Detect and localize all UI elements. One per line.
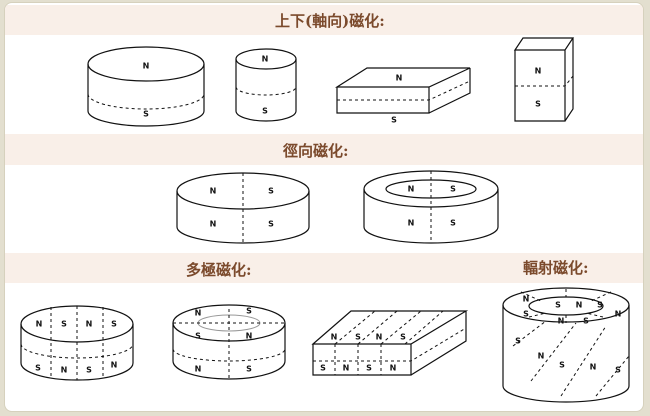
title-radial: 輻射磁化: bbox=[523, 259, 589, 277]
pole-label: N bbox=[535, 67, 542, 76]
pole-label: S bbox=[195, 332, 201, 341]
pole-label: S bbox=[597, 301, 603, 310]
pole-label: S bbox=[559, 361, 565, 370]
pole-label: S bbox=[450, 185, 456, 194]
pole-label: S bbox=[143, 110, 149, 119]
diametral-ring-magnet: N S N S bbox=[363, 170, 499, 244]
pole-label: S bbox=[320, 364, 326, 373]
pole-label: S bbox=[246, 307, 252, 316]
pole-label: S bbox=[355, 333, 361, 342]
pole-label: S bbox=[366, 364, 372, 373]
pole-label: S bbox=[583, 317, 589, 326]
pole-label: N bbox=[111, 361, 118, 370]
pole-label: S bbox=[111, 320, 117, 329]
pole-label: N bbox=[408, 219, 415, 228]
pole-label: N bbox=[210, 187, 217, 196]
pole-label: S bbox=[61, 320, 67, 329]
pole-label: N bbox=[246, 332, 253, 341]
pole-label: N bbox=[615, 310, 622, 319]
pole-label: S bbox=[246, 365, 252, 374]
pole-label: N bbox=[408, 185, 415, 194]
pole-label: N bbox=[143, 62, 150, 71]
pole-label: S bbox=[515, 337, 521, 346]
pole-label: N bbox=[343, 364, 350, 373]
pole-label: N bbox=[590, 363, 597, 372]
title-diametral: 徑向磁化: bbox=[283, 142, 349, 160]
pole-label: N bbox=[376, 333, 383, 342]
pole-label: N bbox=[331, 333, 338, 342]
pole-label: S bbox=[523, 310, 529, 319]
multipole-block-magnet: N S N S S N S N bbox=[311, 310, 469, 376]
pole-label: S bbox=[450, 219, 456, 228]
axial-tall-block-magnet: N S bbox=[513, 37, 575, 122]
axial-block-magnet: N S bbox=[334, 67, 471, 125]
pole-label: N bbox=[195, 365, 202, 374]
pole-label: S bbox=[615, 366, 621, 375]
radial-ring-magnet: N S N S N S N S S N S N S bbox=[502, 287, 630, 403]
pole-label: N bbox=[210, 220, 217, 229]
title-multipole: 多極磁化: bbox=[186, 261, 252, 279]
title-axial: 上下(軸向)磁化: bbox=[275, 12, 385, 30]
pole-label: N bbox=[195, 309, 202, 318]
diametral-disc-magnet: N S N S bbox=[176, 172, 310, 244]
pole-label: S bbox=[535, 100, 541, 109]
pole-label: S bbox=[86, 366, 92, 375]
pole-label: S bbox=[262, 107, 268, 116]
section-header-diametral bbox=[5, 134, 643, 165]
section-header-multipole-radial bbox=[5, 253, 643, 283]
pole-label: N bbox=[523, 295, 530, 304]
multipole-disc-magnet: N S N S S N S N bbox=[20, 305, 134, 381]
diagram-panel: 上下(軸向)磁化: 徑向磁化: 多極磁化: 輻射磁化: N S N S N S … bbox=[4, 2, 644, 412]
section-header-axial bbox=[5, 5, 643, 35]
pole-label: S bbox=[391, 116, 397, 125]
pole-label: N bbox=[538, 352, 545, 361]
pole-label: N bbox=[576, 301, 583, 310]
pole-label: N bbox=[390, 364, 397, 373]
pole-label: S bbox=[35, 364, 41, 373]
pole-label: S bbox=[268, 220, 274, 229]
pole-label: S bbox=[400, 333, 406, 342]
pole-label: N bbox=[396, 74, 403, 83]
pole-label: S bbox=[268, 187, 274, 196]
multipole-ring-magnet: N S S N N S bbox=[172, 304, 286, 380]
axial-cylinder-magnet: N S bbox=[235, 48, 297, 122]
pole-label: N bbox=[36, 320, 43, 329]
pole-label: N bbox=[86, 320, 93, 329]
pole-label: N bbox=[61, 366, 68, 375]
pole-label: S bbox=[555, 301, 561, 310]
pole-label: N bbox=[262, 55, 269, 64]
magnet-figures: N S N S N S N S N S N S bbox=[20, 37, 630, 403]
axial-disc-magnet: N S bbox=[87, 46, 205, 127]
pole-label: N bbox=[558, 317, 565, 326]
